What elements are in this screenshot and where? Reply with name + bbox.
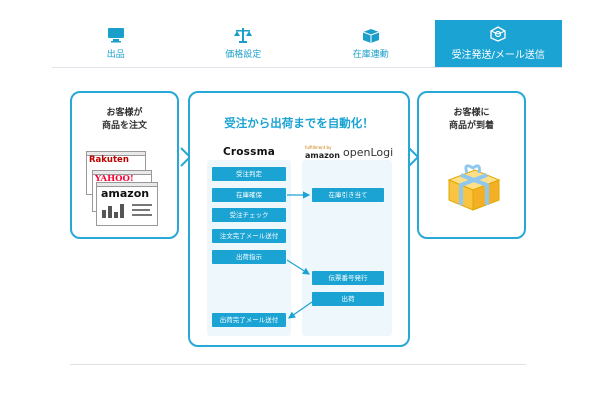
step-shipping: 出荷 <box>312 292 384 306</box>
customer-receive-text: お客様に 商品が到着 <box>448 108 494 131</box>
monitor-icon <box>107 28 124 43</box>
feature-tabs: 出品 価格設定 在庫連動 受注発送/メール送信 <box>52 20 562 68</box>
scale-icon <box>234 28 253 43</box>
customer-order-text: お客様が 商品を注文 <box>101 108 147 131</box>
yahoo-logo: YAHOO! <box>95 174 134 184</box>
step-shipping-instruction: 出荷指示 <box>212 250 286 264</box>
gear-box-icon <box>490 26 506 42</box>
automation-title: 受注から出荷までを自動化！ <box>224 116 374 130</box>
step-shipped-mail: 出荷完了メール送付 <box>212 313 286 327</box>
step-order-complete-mail: 注文完了メール送付 <box>212 229 286 243</box>
fba-label: fulfillment by <box>305 145 332 150</box>
amazon-partner-logo: amazon <box>305 151 340 160</box>
step-order-judgement: 受注判定 <box>212 167 286 181</box>
tab-pricing[interactable]: 価格設定 <box>180 20 308 67</box>
tab-listing[interactable]: 出品 <box>52 20 180 67</box>
step-slip-number: 伝票番号発行 <box>312 271 384 285</box>
openlogi-logo: openLogi <box>343 146 394 159</box>
rakuten-logo: Rakuten <box>89 155 129 165</box>
chart-icon <box>102 204 152 218</box>
amazon-window: amazon <box>96 182 158 226</box>
tab-inventory-sync[interactable]: 在庫連動 <box>307 20 435 67</box>
amazon-logo: amazon <box>101 187 150 200</box>
tab-label: 在庫連動 <box>352 50 389 60</box>
tab-label: 受注発送/メール送信 <box>451 50 545 61</box>
tab-label: 価格設定 <box>225 50 262 60</box>
step-stock-reserve: 在庫確保 <box>212 188 286 202</box>
crossma-logo: Crossma <box>222 146 276 158</box>
boxes-icon <box>362 29 379 43</box>
step-stock-allocation: 在庫引き当て <box>312 188 384 202</box>
customer-receive-box: お客様に 商品が到着 <box>417 91 526 239</box>
section-divider <box>70 364 526 365</box>
gift-box-icon <box>447 164 501 211</box>
tab-label: 出品 <box>106 50 125 60</box>
step-order-check: 受注チェック <box>212 208 286 222</box>
tab-order-shipping[interactable]: 受注発送/メール送信 <box>434 20 562 67</box>
